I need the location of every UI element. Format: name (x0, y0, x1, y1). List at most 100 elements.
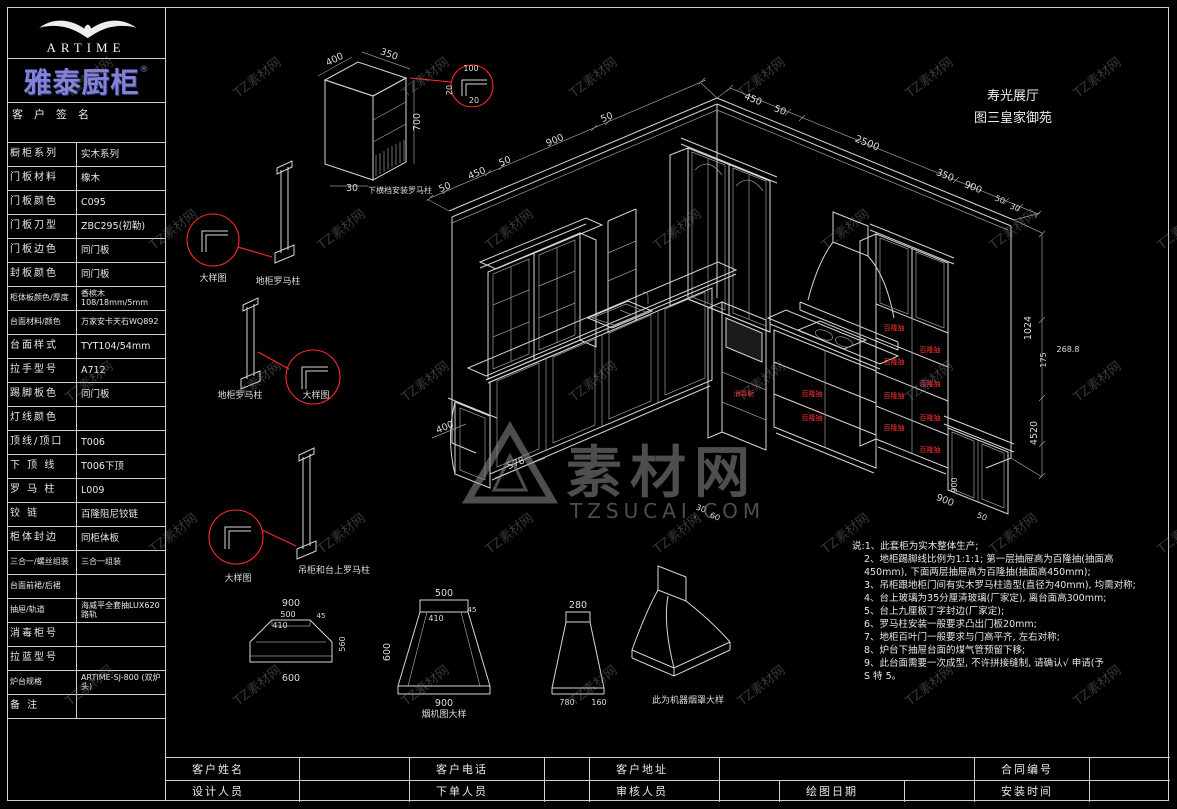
brand-name-cn: 雅泰厨柜 (23, 65, 140, 99)
spec-label: 三合一/螺丝组装 (7, 551, 77, 574)
spec-label: 炉台规格 (7, 671, 77, 694)
footer-label: 客户姓名 (166, 758, 300, 780)
logo-box: ARTIME (7, 7, 165, 59)
spec-label: 罗 马 柱 (7, 479, 77, 502)
dim-label: 45 (317, 612, 326, 620)
footer-cell (545, 758, 590, 780)
detail-caption: 大样图 (199, 272, 226, 284)
dim-label: 400 (324, 51, 345, 69)
footer-cell (1090, 758, 1170, 780)
dim-label: 900 (950, 477, 959, 492)
base-cabinets-left (466, 261, 738, 481)
spec-value: 同柜体板 (81, 532, 120, 544)
footer-label: 设计人员 (166, 780, 300, 802)
drawer-label: 百隆抽 (920, 345, 941, 354)
spec-value: 同门板 (81, 388, 110, 400)
spec-value: C095 (81, 196, 106, 208)
spec-label: 台面材料/颜色 (7, 311, 77, 334)
corner-shelves (607, 208, 637, 333)
dim-label: 30 (1009, 202, 1022, 214)
spec-row: 踢脚板色同门板 (7, 383, 165, 407)
hood-elevation-corner (249, 619, 333, 663)
note-line: 说:1、此套柜为实木整体生产; (852, 540, 978, 552)
hood-elevation-front (397, 599, 491, 695)
oven-tall-unit (707, 301, 767, 451)
note-line: 3、吊柜跟地柜门间有实木罗马柱造型(直径为40mm), 均需对称; (864, 579, 1136, 591)
detail-cabinet (317, 51, 415, 187)
dim-label: 450 (467, 165, 488, 182)
dim-label: 600 (382, 643, 393, 661)
title-block-row2: 设计人员下单人员审核人员绘图日期安装时间 (166, 780, 1170, 803)
dim-label: 268.8 (1057, 345, 1080, 354)
dim-label: 900 (435, 698, 453, 709)
dim-label: 1024 (1023, 316, 1034, 340)
spec-value: ZBC295(初勒) (81, 220, 146, 232)
footer-label: 客户地址 (590, 758, 720, 780)
detail-caption: 下横档安装罗马柱 (368, 185, 432, 195)
spec-label: 下 顶 线 (7, 455, 77, 478)
dim-label: 350 (934, 167, 955, 184)
brand-box: 雅泰厨柜 ® (7, 59, 165, 103)
dim-label: 50 (599, 110, 614, 125)
spec-value: 实木系列 (81, 148, 120, 160)
spec-row: 门板刀型 ZBC295(初勒) (7, 215, 165, 239)
dim-label: 50 (497, 154, 512, 169)
spec-row: 三合一/螺丝组装三合一组装 (7, 551, 165, 575)
spec-label: 台面样式 (7, 335, 77, 358)
spec-label: 消毒柜号 (7, 623, 77, 646)
hood-elevation-small (551, 611, 605, 695)
dim-label: 4520 (1029, 421, 1040, 445)
dimension-lines (426, 77, 1046, 480)
drawing-canvas: 400350700301002020下横档安装罗马柱大样图地柜罗马柱地柜罗马柱大… (186, 46, 1136, 720)
spec-label: 拉手型号 (7, 359, 77, 382)
spec-label: 门板刀型 (7, 215, 77, 238)
spec-label: 备 注 (7, 695, 77, 718)
footer-label: 客户电话 (410, 758, 545, 780)
drawing-title-line2: 图三皇家御苑 (974, 110, 1052, 126)
footer-label: 审核人员 (590, 780, 720, 802)
dim-label: 450 (742, 91, 763, 108)
logo-wordmark: ARTIME (46, 39, 126, 55)
spec-value: 橡木 (81, 172, 101, 184)
appliance-label: 消毒柜 (734, 389, 755, 398)
spec-value: 海威平全套抽LUX620路轨 (81, 601, 160, 619)
spec-label: 灯线颜色 (7, 407, 77, 430)
spec-value: 三合一组装 (81, 557, 121, 567)
spec-value: T006 (81, 436, 105, 448)
footer-label: 安装时间 (975, 780, 1090, 802)
dim-label: 900 (545, 132, 566, 149)
dim-label: 500 (435, 588, 453, 599)
spec-row: 柜体板颜色/厚度香槟木108/18mm/5mm (7, 287, 165, 311)
spec-row: 门板边色同门板 (7, 239, 165, 263)
dim-label: 50 (772, 103, 787, 118)
dim-label: 100 (463, 64, 478, 73)
drawer-label: 百隆抽 (884, 423, 905, 432)
spec-value: ARTIME-SJ-800 (双炉头) (81, 673, 161, 691)
spec-label: 封板颜色 (7, 263, 77, 286)
spec-value: L009 (81, 484, 105, 496)
range-hood (799, 211, 899, 351)
spec-label: 拉蓝型号 (7, 647, 77, 670)
spec-row: 罗 马 柱 L009 (7, 479, 165, 503)
spec-label: 橱柜系列 (7, 143, 77, 166)
spec-row: 封板颜色同门板 (7, 263, 165, 287)
dim-label: 350 (378, 46, 399, 63)
footer-cell (545, 780, 590, 802)
dim-label: 20 (445, 85, 454, 95)
detail-caption: 地柜罗马柱 (255, 275, 300, 287)
footer-cell (1090, 781, 1170, 803)
spec-value (77, 407, 165, 430)
spec-row: 台面前裙/后裙 (7, 575, 165, 599)
spec-value: 万家安卡天石WQ892 (81, 317, 159, 327)
note-line: 8、炉台下抽屉台面的煤气管预留下移; (864, 644, 1025, 656)
note-line: 4、台上玻璃为35分厘清玻璃(厂家定), 离台面高300mm; (864, 592, 1106, 604)
spec-label: 铰 链 (7, 503, 77, 526)
drawer-label: 百隆抽 (802, 389, 823, 398)
roman-column-details (186, 160, 341, 565)
note-line: 9、此台面需要一次成型, 不许拼接缝制, 请确认√ 申请(予 (864, 657, 1104, 669)
